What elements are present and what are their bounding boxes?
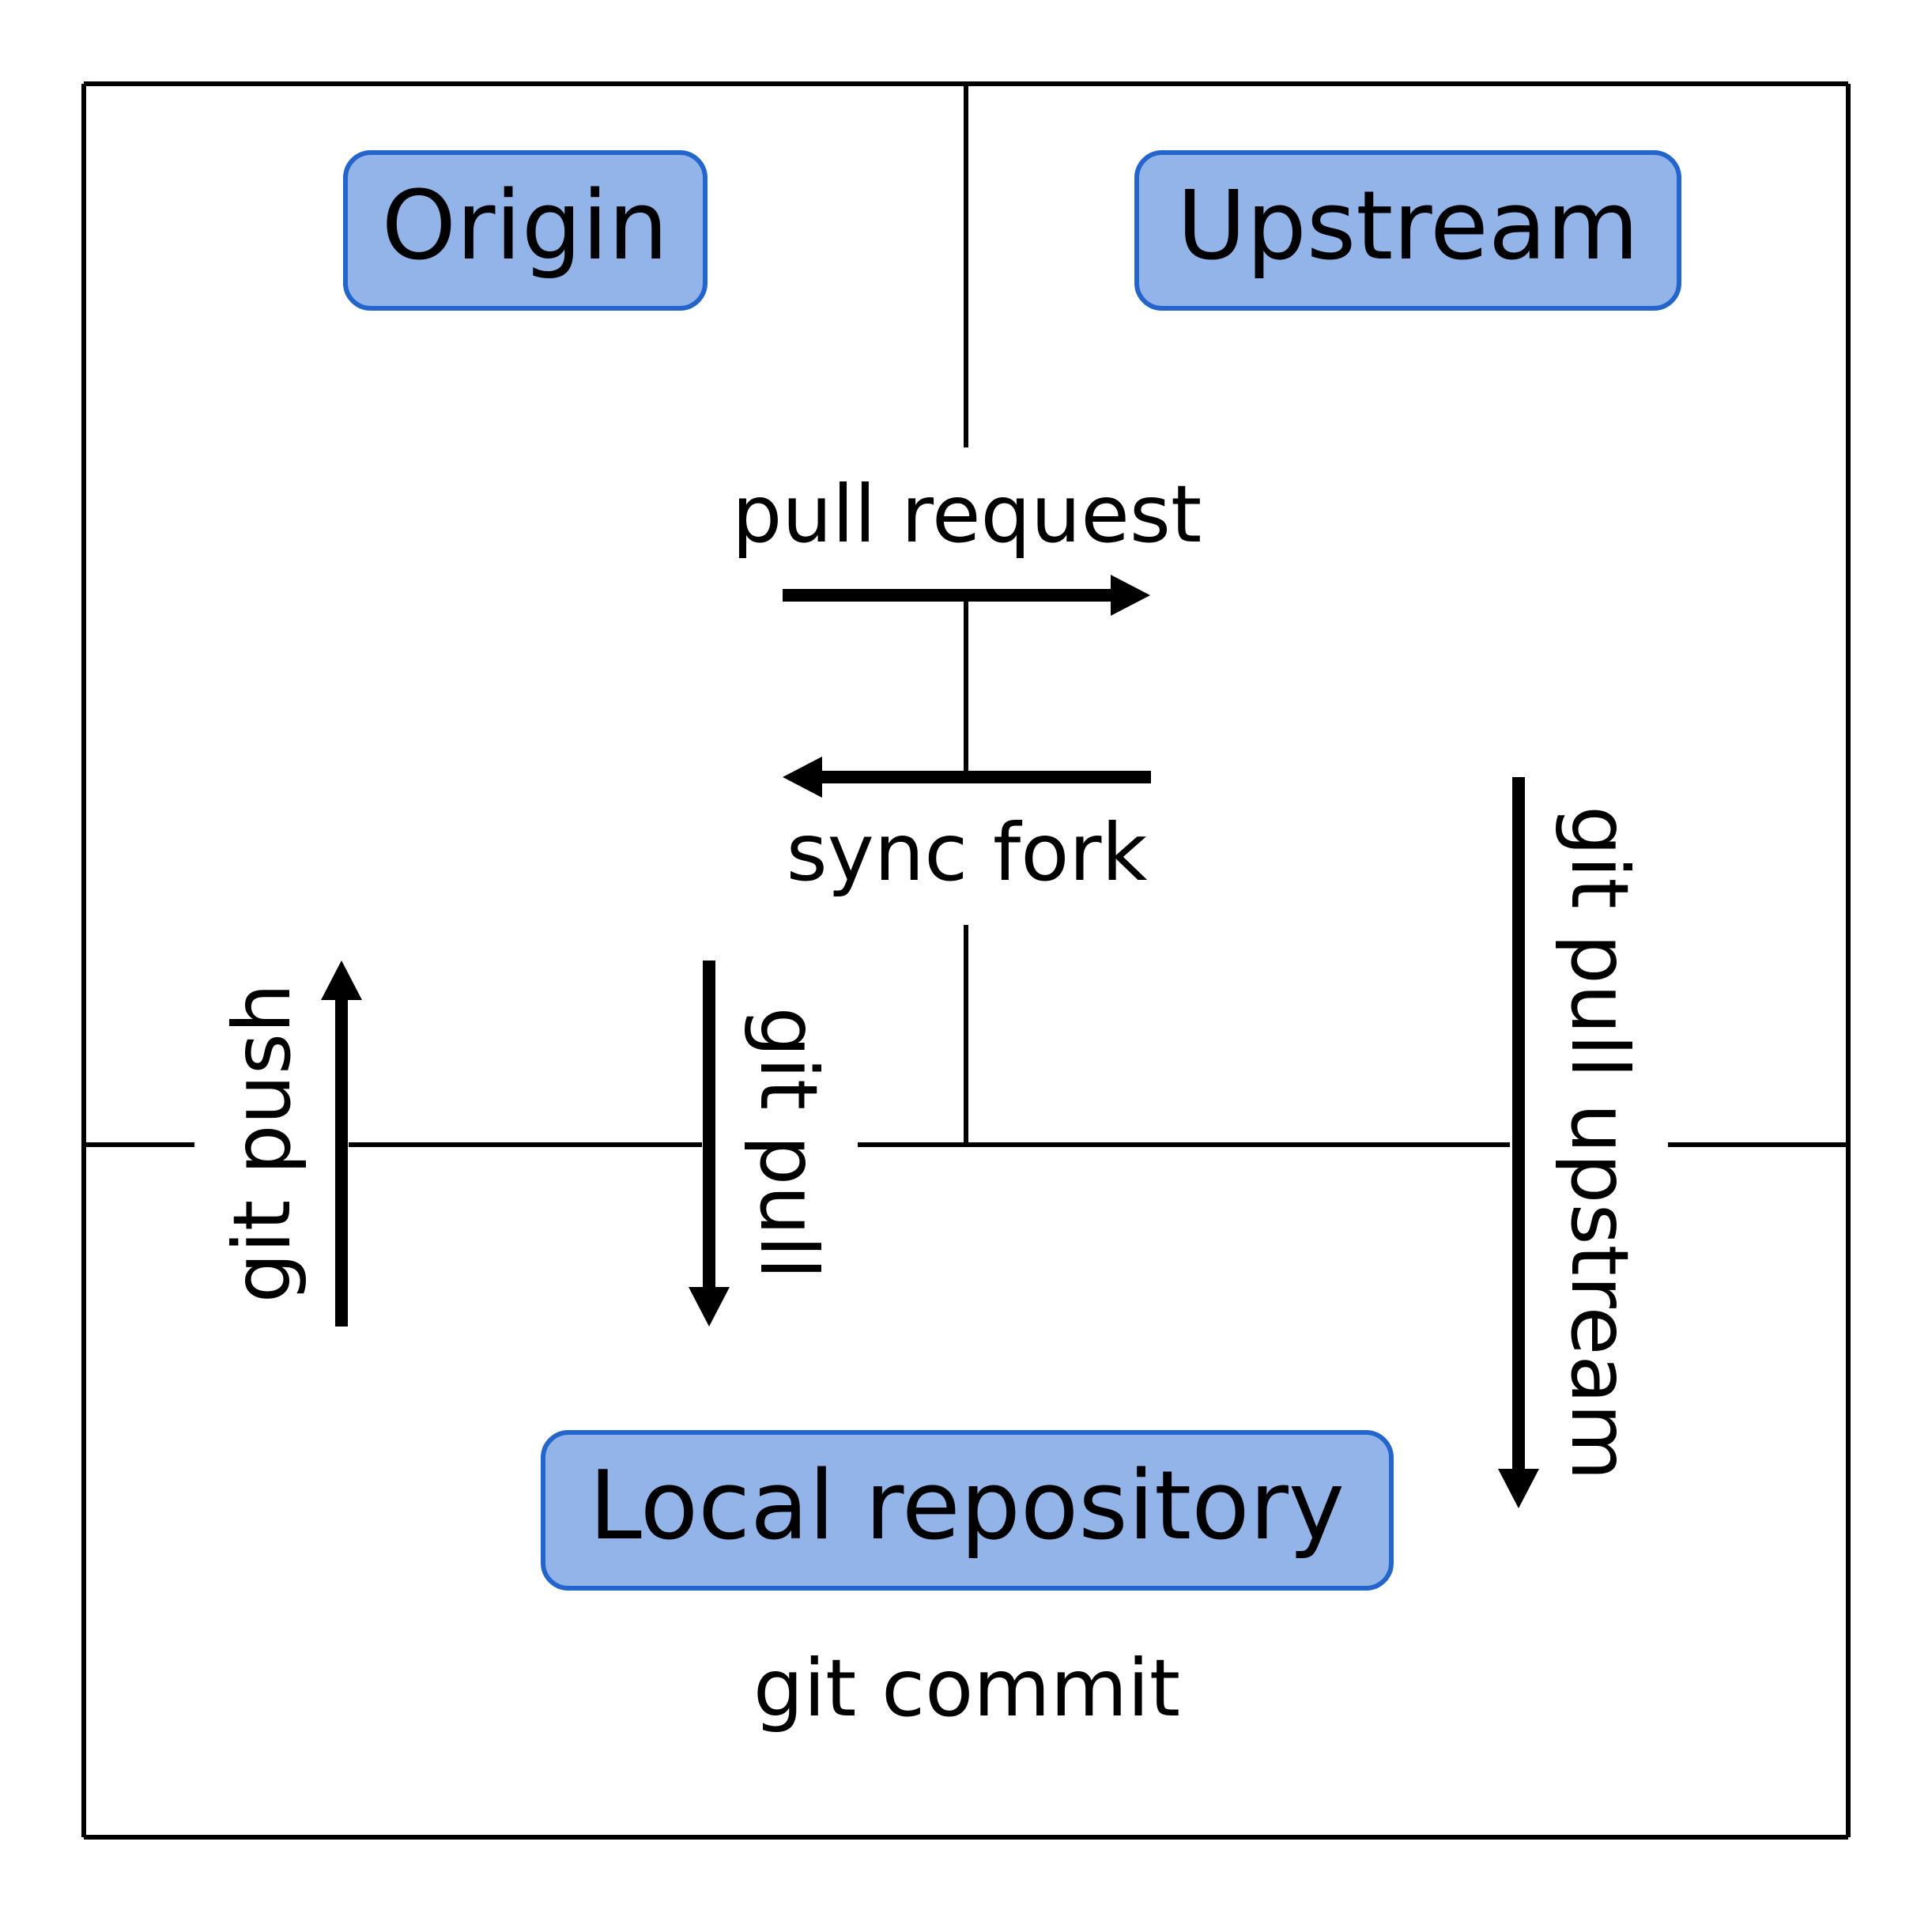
origin-label: Origin — [382, 172, 669, 281]
git-pull-label: git pull — [742, 1007, 835, 1280]
pull-request-arrow — [783, 575, 1150, 616]
git-push-arrow — [321, 960, 362, 1327]
upstream-label: Upstream — [1177, 172, 1640, 281]
git-pull-upstream-arrow — [1498, 777, 1539, 1508]
pull-request-label: pull request — [732, 468, 1202, 560]
git-pull-upstream-label: git pull upstream — [1553, 806, 1646, 1481]
sync-fork-arrow — [783, 757, 1151, 798]
git-commit-label: git commit — [753, 1642, 1180, 1734]
sync-fork-label: sync fork — [787, 806, 1148, 899]
git-pull-arrow — [689, 960, 730, 1327]
git-push-label: git push — [216, 983, 308, 1304]
upstream-node: Upstream — [1134, 150, 1681, 311]
local-repository-label: Local repository — [589, 1451, 1345, 1561]
origin-node: Origin — [343, 150, 708, 311]
local-repository-node: Local repository — [541, 1430, 1394, 1591]
